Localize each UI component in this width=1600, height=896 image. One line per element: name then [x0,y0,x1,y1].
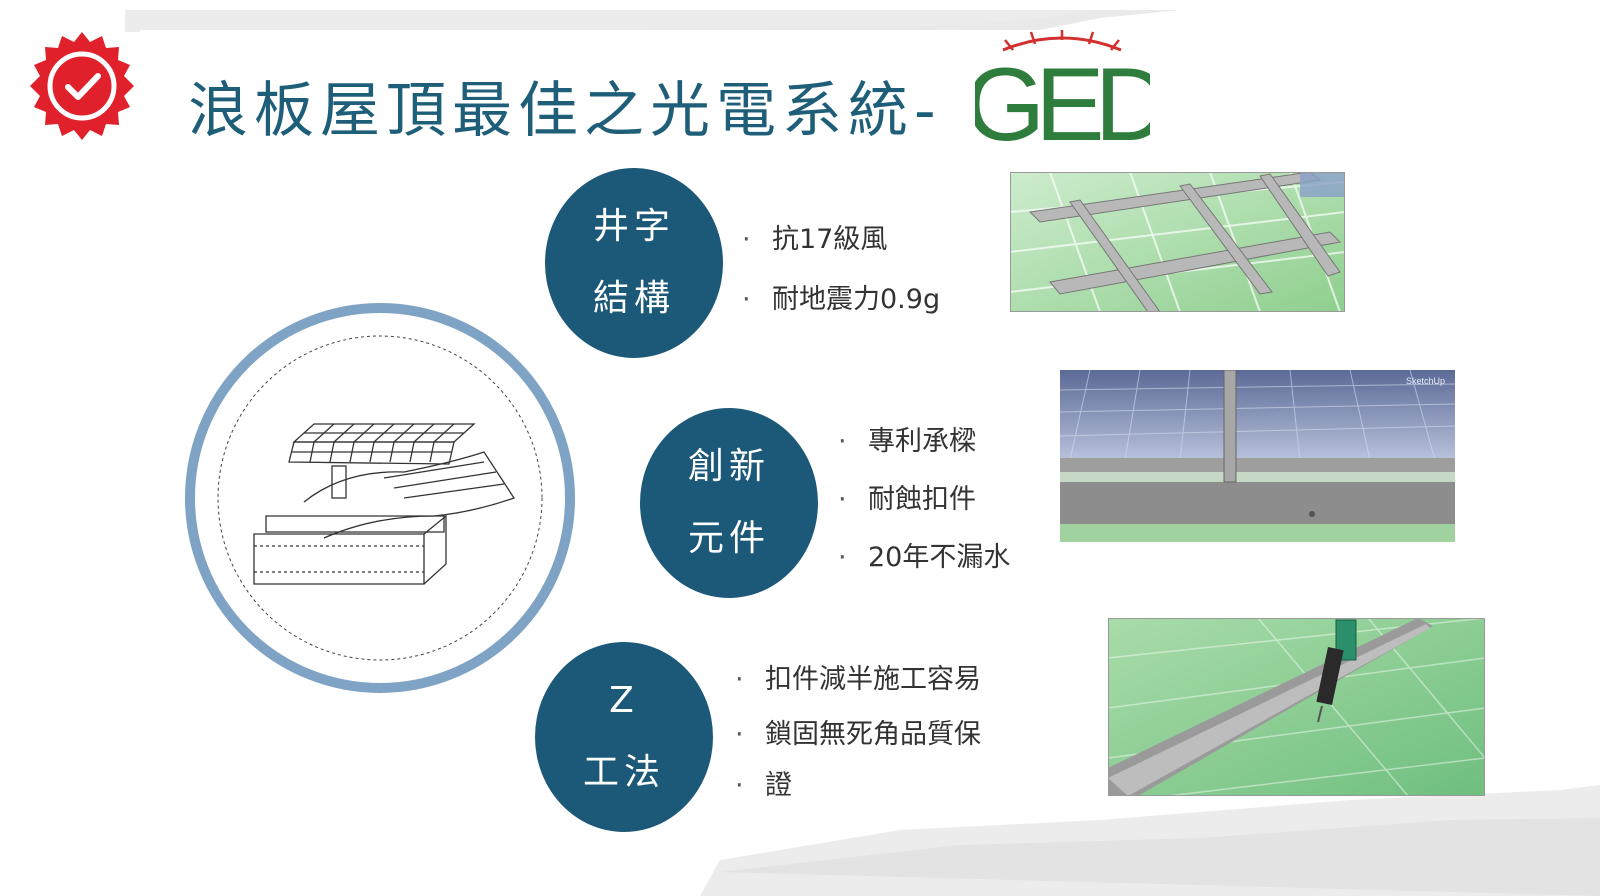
section-bullets-components: 專利承樑 耐蝕扣件 20年不漏水 [838,413,1010,587]
section-title-line2: 結構 [592,278,675,319]
bullet-item: 抗17級風 [742,210,940,270]
section-bullets-structure: 抗17級風 耐地震力0.9g [742,210,940,330]
ged-logo: GED [975,30,1150,150]
bullet-item: 鎖固無死角品質保 [735,707,981,762]
logo-text: GED [975,47,1150,150]
section-bullets-z-method: 扣件減半施工容易 鎖固無死角品質保 證 [735,652,981,813]
page-title: 浪板屋頂最佳之光電系統- [188,76,942,146]
bullet-item: 耐蝕扣件 [838,471,1010,529]
bullet-item: 耐地震力0.9g [742,270,940,330]
section-circle-structure: 井字 結構 [545,168,723,358]
bullet-item: 專利承樑 [838,413,1010,471]
bullet-item: 20年不漏水 [838,529,1010,587]
section-title-line1: 井字 [592,206,675,247]
section-circle-z-method: Z 工法 [535,642,713,832]
bullet-item: 扣件減半施工容易 [735,652,981,707]
sketchup-watermark: SketchUp [1405,376,1445,386]
green-roof-frame-render [1010,172,1345,312]
mounting-rail-diagram [185,303,575,693]
z-rail-drill-render [1108,618,1485,796]
section-title-line1: Z [609,680,639,721]
section-title-line1: 創新 [687,446,770,487]
section-circle-components: 創新 元件 [640,408,818,598]
solar-panel-rail-render: SketchUp [1060,370,1455,542]
check-badge-icon [30,32,134,140]
section-title-line2: 工法 [582,752,665,793]
section-title-line2: 元件 [687,518,770,559]
bullet-item: 證 [735,758,981,813]
